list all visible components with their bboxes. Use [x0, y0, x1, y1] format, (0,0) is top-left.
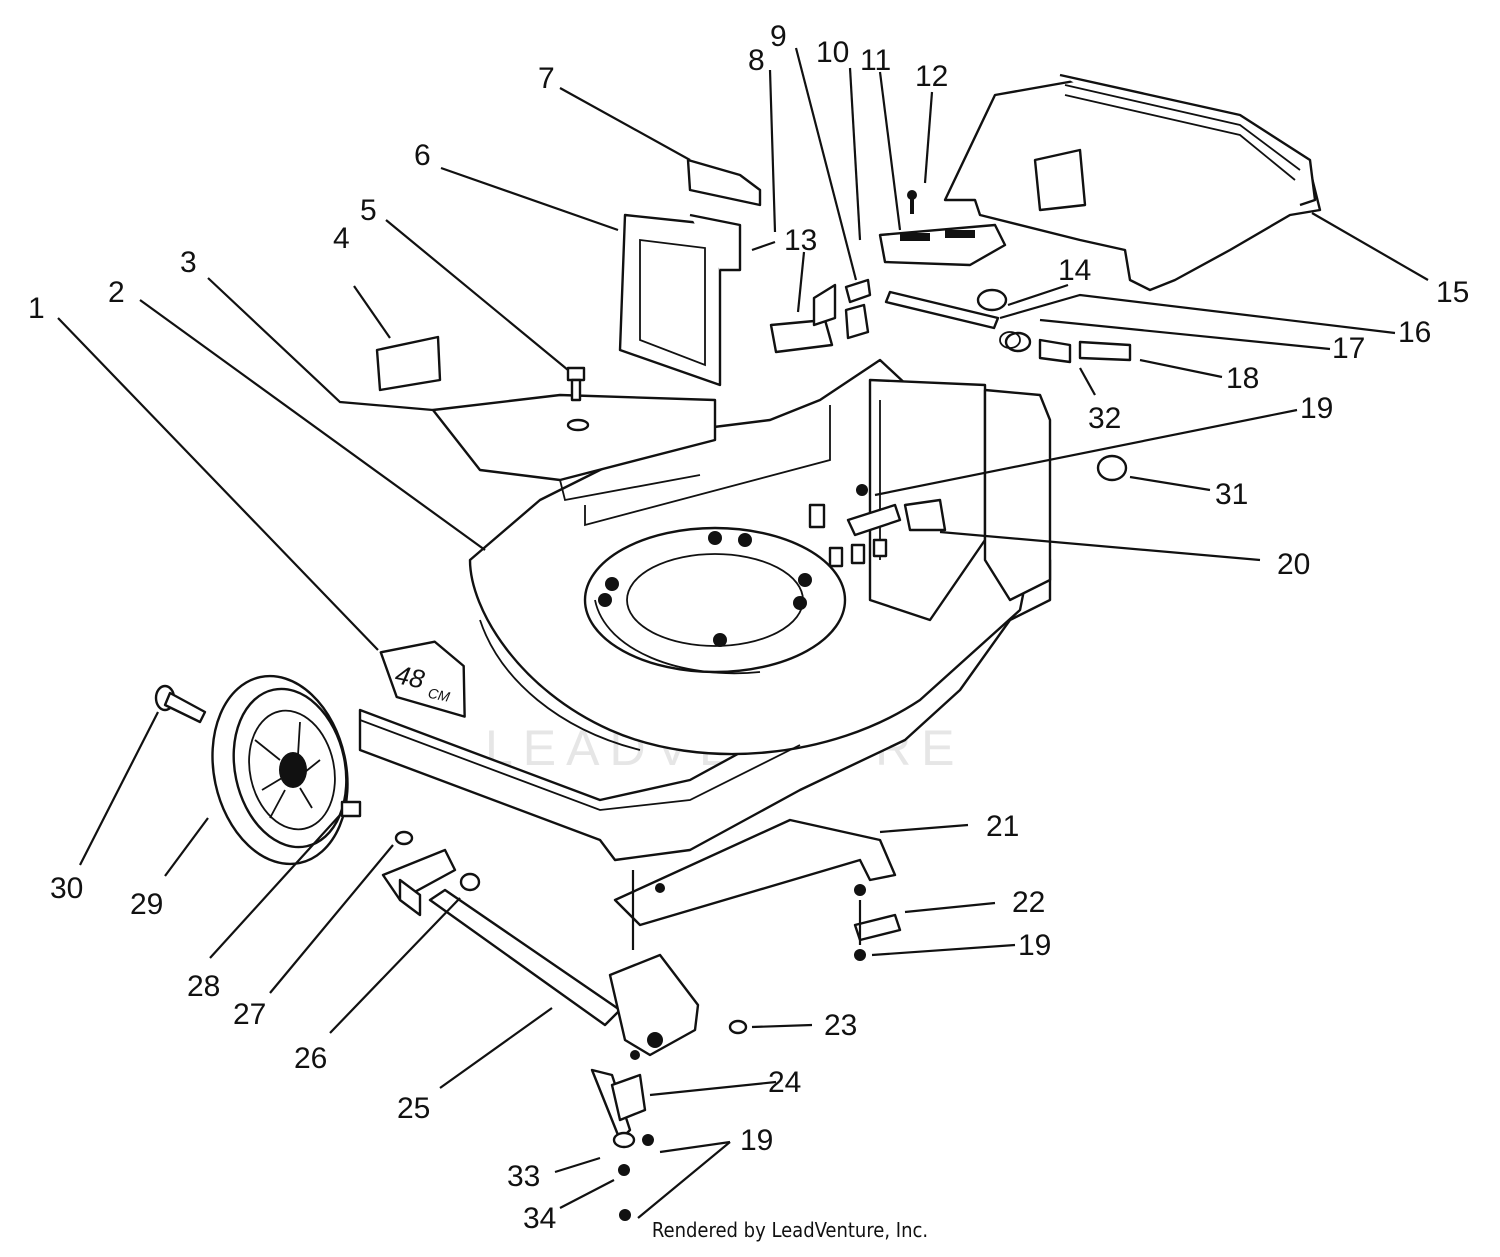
- bolt-part: [566, 366, 590, 432]
- callout-28: 28: [187, 970, 220, 1003]
- washer-part: [394, 830, 414, 846]
- callout-12: 12: [915, 60, 948, 93]
- rear-bracket-part: [613, 818, 897, 927]
- callout-15: 15: [1436, 276, 1469, 309]
- callout-27: 27: [233, 998, 266, 1031]
- callout-29: 29: [130, 888, 163, 921]
- clip-part: [853, 913, 902, 942]
- callout-4: 4: [333, 222, 350, 255]
- deck-size-decal: 48 CM: [379, 640, 466, 718]
- callout-22: 22: [1012, 886, 1045, 919]
- callout-11: 11: [860, 44, 891, 77]
- callout-9: 9: [770, 20, 787, 53]
- callout-23: 23: [824, 1009, 857, 1042]
- nut-part: [459, 872, 481, 892]
- callout-34: 34: [523, 1202, 556, 1235]
- mower-deck: [358, 358, 1052, 862]
- callout-19: 19: [1300, 392, 1333, 425]
- hinge-cover-part: [878, 223, 1007, 267]
- decal-size: 48: [393, 659, 428, 694]
- callout-30: 30: [50, 872, 83, 905]
- axle-assembly-part: [381, 848, 700, 1060]
- plug-part: [1096, 454, 1128, 482]
- callout-labels: 1 2 3 4 5 6 7 8 9 10 11 12 13 13 14 15 1…: [28, 20, 1469, 1235]
- callout-24: 24: [768, 1066, 801, 1099]
- decal-small-part: [769, 318, 834, 354]
- callout-19-c: 19: [740, 1124, 773, 1157]
- grass-bag-part: [943, 73, 1322, 292]
- callout-18: 18: [1226, 362, 1259, 395]
- plate-part: [846, 484, 947, 537]
- spacer-part: [1078, 340, 1132, 362]
- chute-frame-part: [618, 213, 742, 387]
- callout-6: 6: [414, 139, 431, 172]
- callout-26: 26: [294, 1042, 327, 1075]
- tube-part: [1038, 338, 1072, 364]
- screw-part: [907, 190, 917, 214]
- callout-2: 2: [108, 276, 125, 309]
- spacer-bushing-part: [340, 800, 362, 818]
- callout-14: 14: [1058, 254, 1091, 287]
- callout-3: 3: [180, 246, 197, 279]
- callout-32: 32: [1088, 402, 1121, 435]
- knob-part: [976, 288, 1008, 312]
- rod-part: [884, 290, 1000, 330]
- callout-7: 7: [538, 62, 555, 95]
- callout-17: 17: [1332, 332, 1365, 365]
- spring-part: [999, 331, 1032, 353]
- wheel-part: [211, 674, 349, 866]
- callout-8: 8: [748, 44, 765, 77]
- callout-31: 31: [1215, 478, 1248, 511]
- bracket-part: [812, 278, 872, 340]
- callout-5: 5: [360, 194, 377, 227]
- leader-lines: [57, 47, 1429, 1219]
- callout-1: 1: [28, 292, 45, 325]
- callout-19-b: 19: [1018, 929, 1051, 962]
- callout-13: 13: [784, 224, 817, 257]
- callout-33: 33: [507, 1160, 540, 1193]
- callout-21: 21: [986, 810, 1019, 843]
- callout-10: 10: [816, 36, 849, 69]
- callout-25: 25: [397, 1092, 430, 1125]
- decal-part: [375, 335, 442, 392]
- callout-20: 20: [1277, 548, 1310, 581]
- decal-unit: CM: [427, 685, 452, 705]
- render-credit: Rendered by LeadVenture, Inc.: [651, 1218, 929, 1242]
- latch-part: [686, 158, 762, 207]
- lock-nut-part: [728, 1019, 748, 1035]
- lower-bracket-part: [590, 1068, 654, 1221]
- callout-16: 16: [1398, 316, 1431, 349]
- wheel-bolt-part: [154, 684, 207, 724]
